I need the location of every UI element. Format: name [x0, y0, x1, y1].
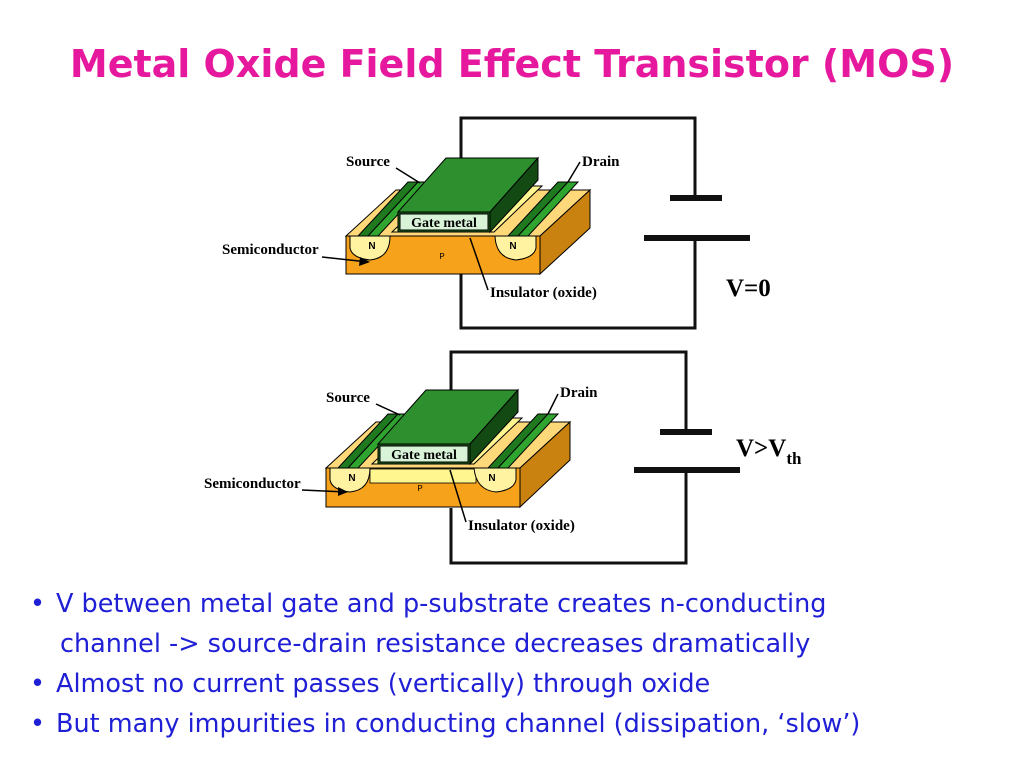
n-left-label: N: [348, 473, 355, 484]
bullet-marker: •: [30, 709, 46, 739]
mos-diagrams: Gate metal N N P Source Drain Semiconduc…: [204, 116, 802, 565]
drain-contact-bottom: [486, 413, 560, 469]
battery-icon: [644, 195, 750, 241]
bullet-continuation: channel -> source-drain resistance decre…: [60, 629, 811, 659]
mos-diagram-top: Gate metal N N P Source Drain Semiconduc…: [222, 116, 771, 330]
drain-label: Drain: [582, 154, 620, 170]
n-left-label: N: [368, 241, 375, 252]
battery-icon: [634, 429, 740, 473]
voltage-label-bottom: V>Vth: [736, 435, 802, 468]
mos-diagram-bottom: Gate metal N N P Source Drain Semiconduc…: [204, 350, 802, 565]
bullet-text: Almost no current passes (vertically) th…: [56, 669, 711, 699]
bullet-marker: •: [30, 669, 46, 699]
insulator-label: Insulator (oxide): [490, 285, 597, 301]
source-label: Source: [346, 154, 390, 170]
n-region-left-top: [349, 235, 391, 261]
n-region-left-bottom: [329, 467, 371, 493]
n-right-label: N: [488, 473, 495, 484]
drain-label: Drain: [560, 385, 598, 401]
voltage-main: V>V: [736, 435, 786, 462]
circuit-wire-top: [459, 116, 697, 330]
n-channel: [369, 468, 477, 484]
p-label: P: [439, 252, 444, 261]
bullet-list: • V between metal gate and p-substrate cr…: [30, 584, 1020, 744]
voltage-subscript: th: [786, 449, 802, 468]
p-label: P: [417, 484, 422, 493]
gate-metal-label: Gate metal: [391, 448, 457, 463]
insulator-label: Insulator (oxide): [468, 518, 575, 534]
bullet-item: • But many impurities in conducting chann…: [30, 704, 1020, 744]
drain-contact-top: [506, 181, 580, 237]
bullet-text: But many impurities in conducting channe…: [56, 709, 861, 739]
bullet-text: V between metal gate and p-substrate cre…: [56, 589, 827, 619]
semiconductor-label: Semiconductor: [222, 242, 319, 258]
bullet-item: • V between metal gate and p-substrate cr…: [30, 584, 1020, 624]
bullet-item: • Almost no current passes (vertically) t…: [30, 664, 1020, 704]
voltage-label-top: V=0: [726, 275, 771, 302]
circuit-wire-bottom: [449, 350, 688, 565]
gate-metal-label: Gate metal: [411, 216, 477, 231]
n-right-label: N: [509, 241, 516, 252]
bullet-marker: •: [30, 589, 46, 619]
n-region-right-bottom: [473, 467, 517, 493]
semiconductor-label: Semiconductor: [204, 476, 301, 492]
source-label: Source: [326, 390, 370, 406]
n-region-right-top: [494, 235, 537, 261]
slide-title: Metal Oxide Field Effect Transistor (MOS…: [69, 42, 955, 86]
